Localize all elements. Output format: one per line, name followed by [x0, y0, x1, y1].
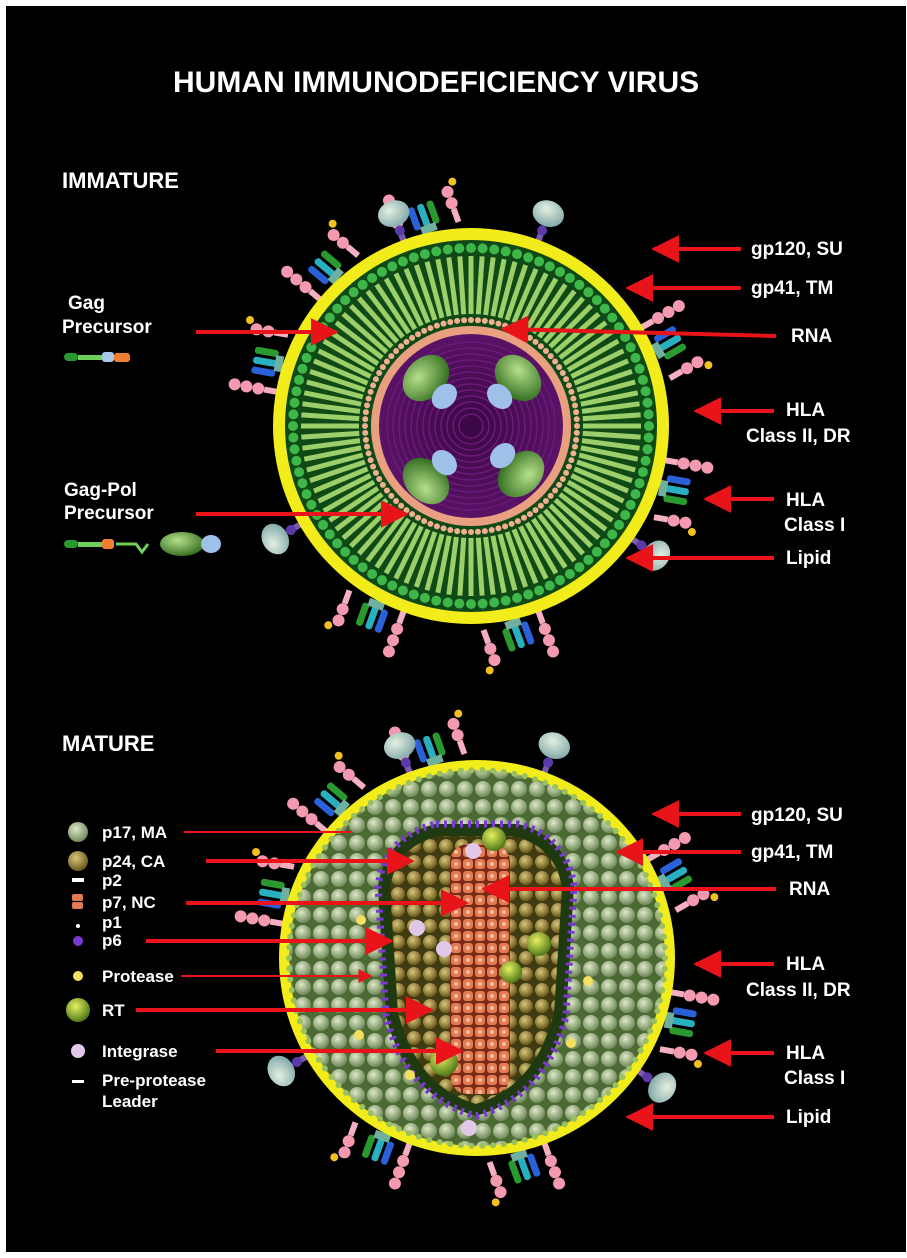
dash-icon: [72, 1080, 84, 1083]
immature-virion: [228, 171, 719, 681]
key-p17: p17, MA: [102, 823, 167, 842]
mature-heading: MATURE: [62, 731, 154, 756]
key-integrase: Integrase: [102, 1042, 178, 1061]
diagram-frame: HUMAN IMMUNODEFICIENCY VIRUS IMMATURE MA…: [6, 6, 906, 1252]
label-mature-lipid: Lipid: [786, 1107, 831, 1128]
label-mature-gp41: gp41, TM: [751, 842, 833, 863]
key-p2: p2: [102, 871, 122, 890]
diagram-title: HUMAN IMMUNODEFICIENCY VIRUS: [173, 66, 699, 99]
key-rt: RT: [102, 1001, 125, 1020]
label-gagpol-line1: Gag-Pol: [64, 480, 137, 501]
immature-heading: IMMATURE: [62, 168, 179, 193]
capsid-sphere-icon: [68, 851, 88, 871]
hiv-diagram: HUMAN IMMUNODEFICIENCY VIRUS IMMATURE MA…: [6, 6, 906, 1252]
yellow-dot-icon: [73, 971, 83, 981]
rt-sphere-icon: [66, 998, 90, 1022]
label-gag-line1: Gag: [68, 293, 105, 314]
label-mature-rna: RNA: [789, 879, 830, 900]
label-gagpol-line2: Precursor: [64, 503, 154, 524]
label-mature-hla2-line1: HLA: [786, 954, 825, 975]
key-leader: Leader: [102, 1092, 158, 1111]
mature-key: p17, MA p24, CA p2 p7, NC p1 p6 Protease…: [66, 822, 206, 1111]
key-p24: p24, CA: [102, 852, 165, 871]
label-mature-gp120: gp120, SU: [751, 805, 843, 826]
gagpol-precursor-icon: [64, 532, 221, 556]
key-p7: p7, NC: [102, 893, 156, 912]
label-mature-hla2-line2: Class II, DR: [746, 980, 851, 1001]
label-gag-line2: Precursor: [62, 317, 152, 338]
label-gp120: gp120, SU: [751, 239, 843, 260]
dot-icon: [76, 924, 80, 928]
label-mature-hla1-line1: HLA: [786, 1043, 825, 1064]
purple-bead-icon: [73, 936, 83, 946]
mature-labels: gp120, SU gp41, TM RNA HLA Class II, DR …: [746, 805, 851, 1128]
label-mature-hla1-line2: Class I: [784, 1068, 845, 1089]
label-hla2-line2: Class II, DR: [746, 426, 851, 447]
label-hla1-line1: HLA: [786, 490, 825, 511]
key-p6: p6: [102, 931, 122, 950]
matrix-sphere-icon: [68, 822, 88, 842]
pink-blob-icon: [71, 1044, 85, 1058]
label-rna: RNA: [791, 326, 832, 347]
label-lipid: Lipid: [786, 548, 831, 569]
mature-virion: [234, 703, 725, 1213]
nucleocapsid-icon: [72, 894, 83, 909]
key-preprotease: Pre-protease: [102, 1071, 206, 1090]
label-hla1-line2: Class I: [784, 515, 845, 536]
label-gp41: gp41, TM: [751, 278, 833, 299]
key-protease: Protease: [102, 967, 174, 986]
key-p1: p1: [102, 913, 122, 932]
gag-precursor-icon: [64, 352, 130, 362]
label-hla2-line1: HLA: [786, 400, 825, 421]
dash-icon: [72, 878, 84, 882]
immature-rna-core: [379, 334, 563, 518]
